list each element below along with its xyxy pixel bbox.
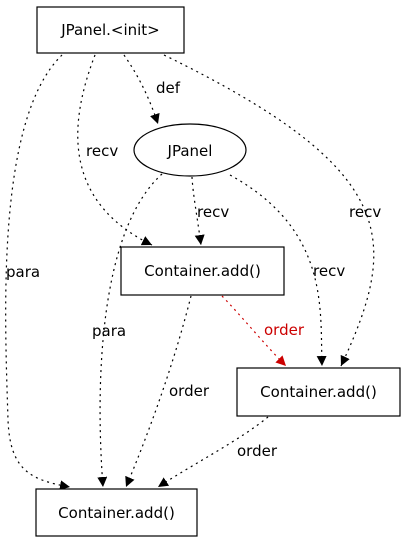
node-container-add-3-box — [35, 488, 198, 537]
edge-para-init-to-add3-label: para — [6, 263, 40, 281]
node-container-add-3[interactable]: Container.add() — [35, 488, 198, 537]
node-jpanel-init-box — [36, 6, 185, 54]
edge-recv-jpanel-to-add1: recv — [191, 176, 229, 246]
node-jpanel-label: JPanel — [167, 142, 213, 160]
edge-para-init-to-add3: para — [5, 54, 71, 491]
edge-recv-init-to-add1-line — [77, 54, 153, 246]
edge-order-add2-to-add3-label: order — [237, 442, 278, 460]
edge-order-add1-to-add2-line — [221, 295, 287, 367]
edge-order-add1-to-add2: order — [221, 295, 305, 367]
edge-order-add2-to-add3: order — [157, 416, 278, 488]
edge-order-add1-to-add3-label: order — [169, 382, 210, 400]
nodes: JPanel.<init> JPanel Container.add() Con… — [35, 6, 401, 537]
node-container-add-2-box — [236, 367, 401, 417]
edge-para-jpanel-to-add3-line — [97, 173, 163, 488]
edge-order-add2-to-add3-line — [157, 416, 269, 488]
node-jpanel-init-label: JPanel.<init> — [60, 21, 160, 39]
node-container-add-1[interactable]: Container.add() — [120, 246, 285, 296]
edge-def: def — [123, 54, 181, 125]
node-jpanel[interactable]: JPanel — [133, 123, 247, 177]
node-container-add-3-label: Container.add() — [58, 504, 175, 522]
node-container-add-2-label: Container.add() — [260, 383, 377, 401]
edge-recv-init-to-add2: recv — [163, 54, 381, 367]
edge-recv-init-to-add2-line — [163, 54, 375, 367]
edge-recv-jpanel-to-add1-line — [191, 176, 205, 246]
edge-order-add1-to-add3-line — [125, 295, 192, 488]
edge-recv-init-to-add2-label: recv — [349, 203, 381, 221]
edge-def-line — [123, 54, 160, 125]
edge-recv-jpanel-to-add2-line — [229, 174, 327, 367]
edge-order-add1-to-add3: order — [125, 295, 210, 488]
node-jpanel-init[interactable]: JPanel.<init> — [36, 6, 185, 54]
edge-recv-jpanel-to-add1-label: recv — [197, 203, 229, 221]
node-jpanel-ellipse — [133, 123, 247, 177]
edges: def recv recv para recv recv para — [5, 54, 381, 491]
edge-recv-init-to-add1-label: recv — [86, 142, 118, 160]
edge-para-jpanel-to-add3-label: para — [92, 322, 126, 340]
edge-para-jpanel-to-add3: para — [92, 173, 163, 488]
node-container-add-2[interactable]: Container.add() — [236, 367, 401, 417]
node-container-add-1-box — [120, 246, 285, 296]
edge-def-label: def — [156, 79, 181, 97]
edge-recv-init-to-add1: recv — [77, 54, 153, 246]
edge-order-add1-to-add2-label: order — [264, 321, 305, 339]
edge-recv-jpanel-to-add2: recv — [229, 174, 345, 367]
edge-recv-jpanel-to-add2-label: recv — [313, 262, 345, 280]
node-container-add-1-label: Container.add() — [144, 262, 261, 280]
